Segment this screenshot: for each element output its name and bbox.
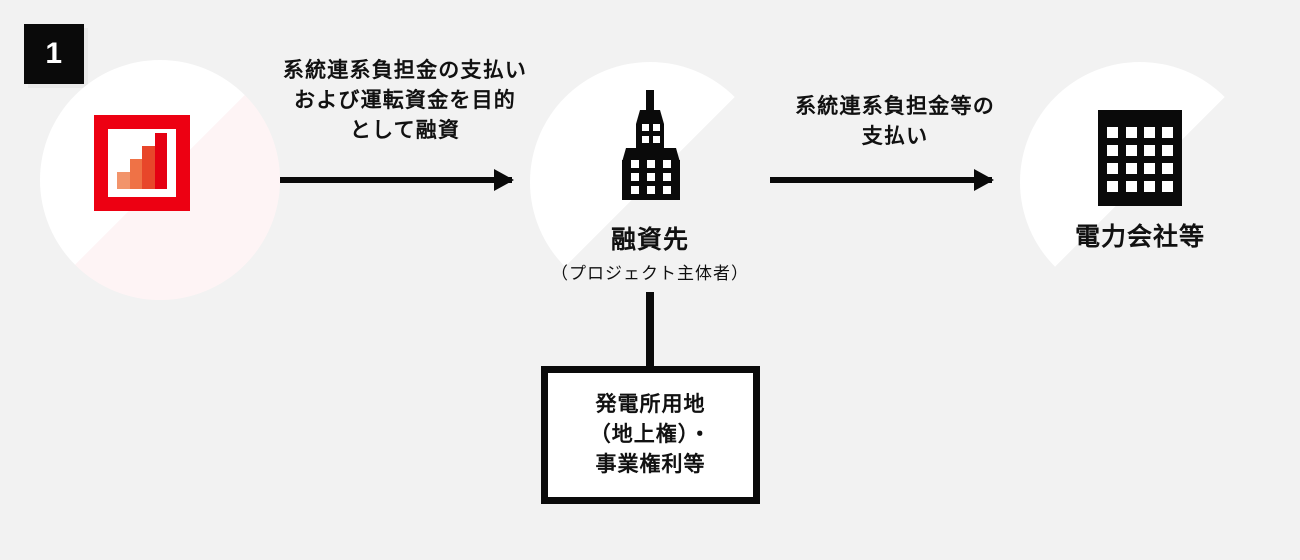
loan-arrow: [280, 177, 512, 183]
step-number-badge: 1: [24, 24, 84, 84]
bar-chart-bars: [108, 129, 176, 197]
bar-chart-icon: [94, 115, 190, 211]
collateral-connector-line: [646, 292, 654, 368]
chart-bar-3: [142, 145, 155, 189]
payment-arrow-label: 系統連系負担金等の 支払い: [795, 95, 995, 148]
collateral-note-text: 発電所用地 （地上権）・ 事業権利等: [589, 393, 712, 476]
node-project-finance: [40, 60, 280, 300]
step-number-label: 1: [45, 37, 63, 70]
node-power-company: [1020, 62, 1260, 302]
node-power-company-label: 電力会社等: [1074, 223, 1205, 251]
node-borrower-sublabel: （プロジェクト主体者）: [551, 264, 749, 283]
skyscraper-icon: [600, 90, 700, 200]
payment-arrow: [770, 177, 992, 183]
node-borrower-label: 融資先: [610, 226, 689, 254]
chart-bar-1: [117, 172, 130, 189]
office-building-icon: [1098, 110, 1182, 206]
chart-bar-2: [129, 159, 142, 189]
collateral-note-box: 発電所用地 （地上権）・ 事業権利等: [541, 366, 760, 504]
chart-bar-4: [154, 132, 167, 189]
loan-arrow-label: 系統連系負担金の支払い および運転資金を目的 として融資: [282, 59, 528, 142]
